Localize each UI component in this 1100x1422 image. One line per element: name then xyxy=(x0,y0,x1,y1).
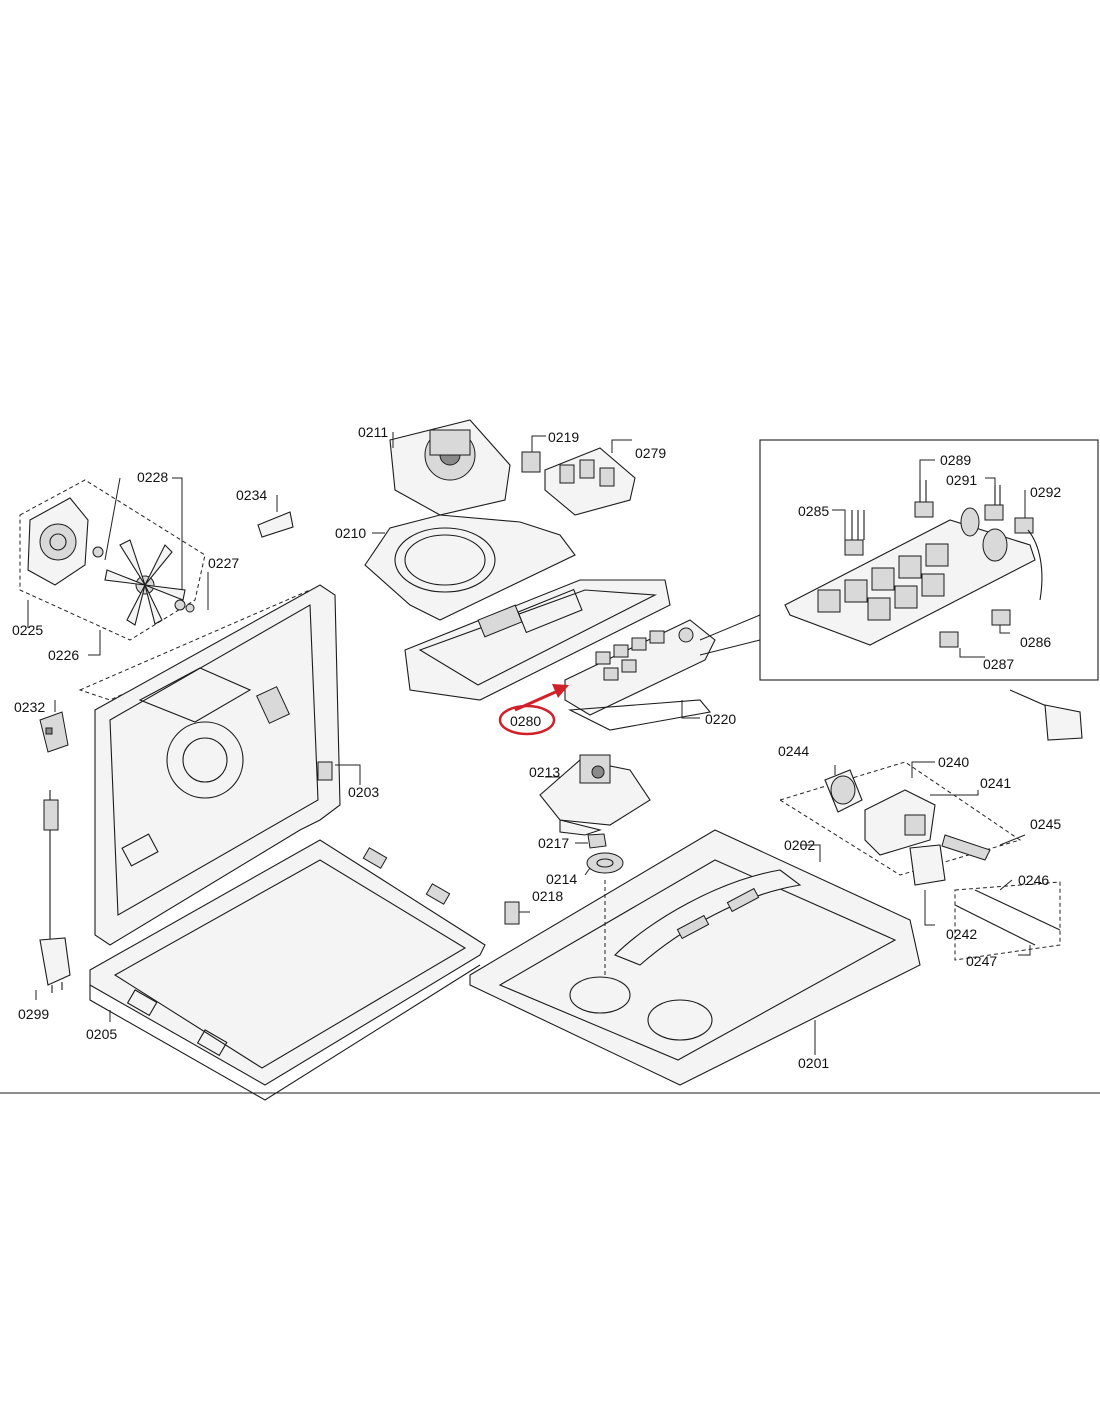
bottom-frame xyxy=(89,839,486,1101)
electronic-module xyxy=(564,619,716,716)
light-switch xyxy=(257,495,294,538)
fan-motor-assembly xyxy=(19,477,209,656)
cooling-fan xyxy=(389,419,511,516)
label-0285: 0285 xyxy=(798,503,829,519)
fan-wheel-bottom xyxy=(584,852,624,876)
sensor-switch xyxy=(521,435,546,473)
label-0211: 0211 xyxy=(358,424,388,440)
module-bracket xyxy=(567,699,712,731)
rear-panel xyxy=(78,584,361,946)
terminal-block xyxy=(544,439,636,516)
label-0286: 0286 xyxy=(1020,634,1051,650)
label-0226: 0226 xyxy=(48,647,79,663)
label-0213: 0213 xyxy=(529,764,560,780)
label-0234: 0234 xyxy=(236,487,267,503)
fan-clip xyxy=(575,833,607,849)
label-0240: 0240 xyxy=(938,754,969,770)
label-0228: 0228 xyxy=(137,469,168,485)
bottom-fan-motor xyxy=(539,754,651,836)
label-0203: 0203 xyxy=(348,784,379,800)
label-0245: 0245 xyxy=(1030,816,1061,832)
base-plate xyxy=(469,829,921,1086)
label-0201: 0201 xyxy=(798,1055,829,1071)
fan-wheel xyxy=(104,539,186,626)
label-0279: 0279 xyxy=(635,445,666,461)
label-0287: 0287 xyxy=(983,656,1014,672)
label-0232: 0232 xyxy=(14,699,45,715)
label-0291: 0291 xyxy=(946,472,977,488)
label-0219: 0219 xyxy=(548,429,579,445)
label-0246: 0246 xyxy=(1018,872,1049,888)
label-0242: 0242 xyxy=(946,926,977,942)
air-duct xyxy=(364,514,576,621)
door-switch xyxy=(504,901,530,925)
label-0214: 0214 xyxy=(546,871,577,887)
label-0241: 0241 xyxy=(980,775,1011,791)
label-0244: 0244 xyxy=(778,743,809,759)
label-0225: 0225 xyxy=(12,622,43,638)
label-0280: 0280 xyxy=(510,713,541,729)
door-lock-assembly xyxy=(778,761,1061,961)
label-0220: 0220 xyxy=(705,711,736,727)
label-0205: 0205 xyxy=(86,1026,117,1042)
label-0247: 0247 xyxy=(966,953,997,969)
part-0280-highlight xyxy=(498,684,569,736)
label-0218: 0218 xyxy=(532,888,563,904)
label-0299: 0299 xyxy=(18,1006,49,1022)
label-0292: 0292 xyxy=(1030,484,1061,500)
label-0289: 0289 xyxy=(940,452,971,468)
pcb-detail-inset xyxy=(699,439,1099,681)
label-0202: 0202 xyxy=(784,837,815,853)
label-0217: 0217 xyxy=(538,835,569,851)
label-0210: 0210 xyxy=(335,525,366,541)
label-0227: 0227 xyxy=(208,555,239,571)
power-cord xyxy=(35,700,71,1000)
temperature-probe xyxy=(1009,689,1083,741)
part-labels: 0211 0219 0279 0228 0234 0210 0227 0225 … xyxy=(12,424,1061,1071)
control-panel-frame xyxy=(404,579,671,701)
